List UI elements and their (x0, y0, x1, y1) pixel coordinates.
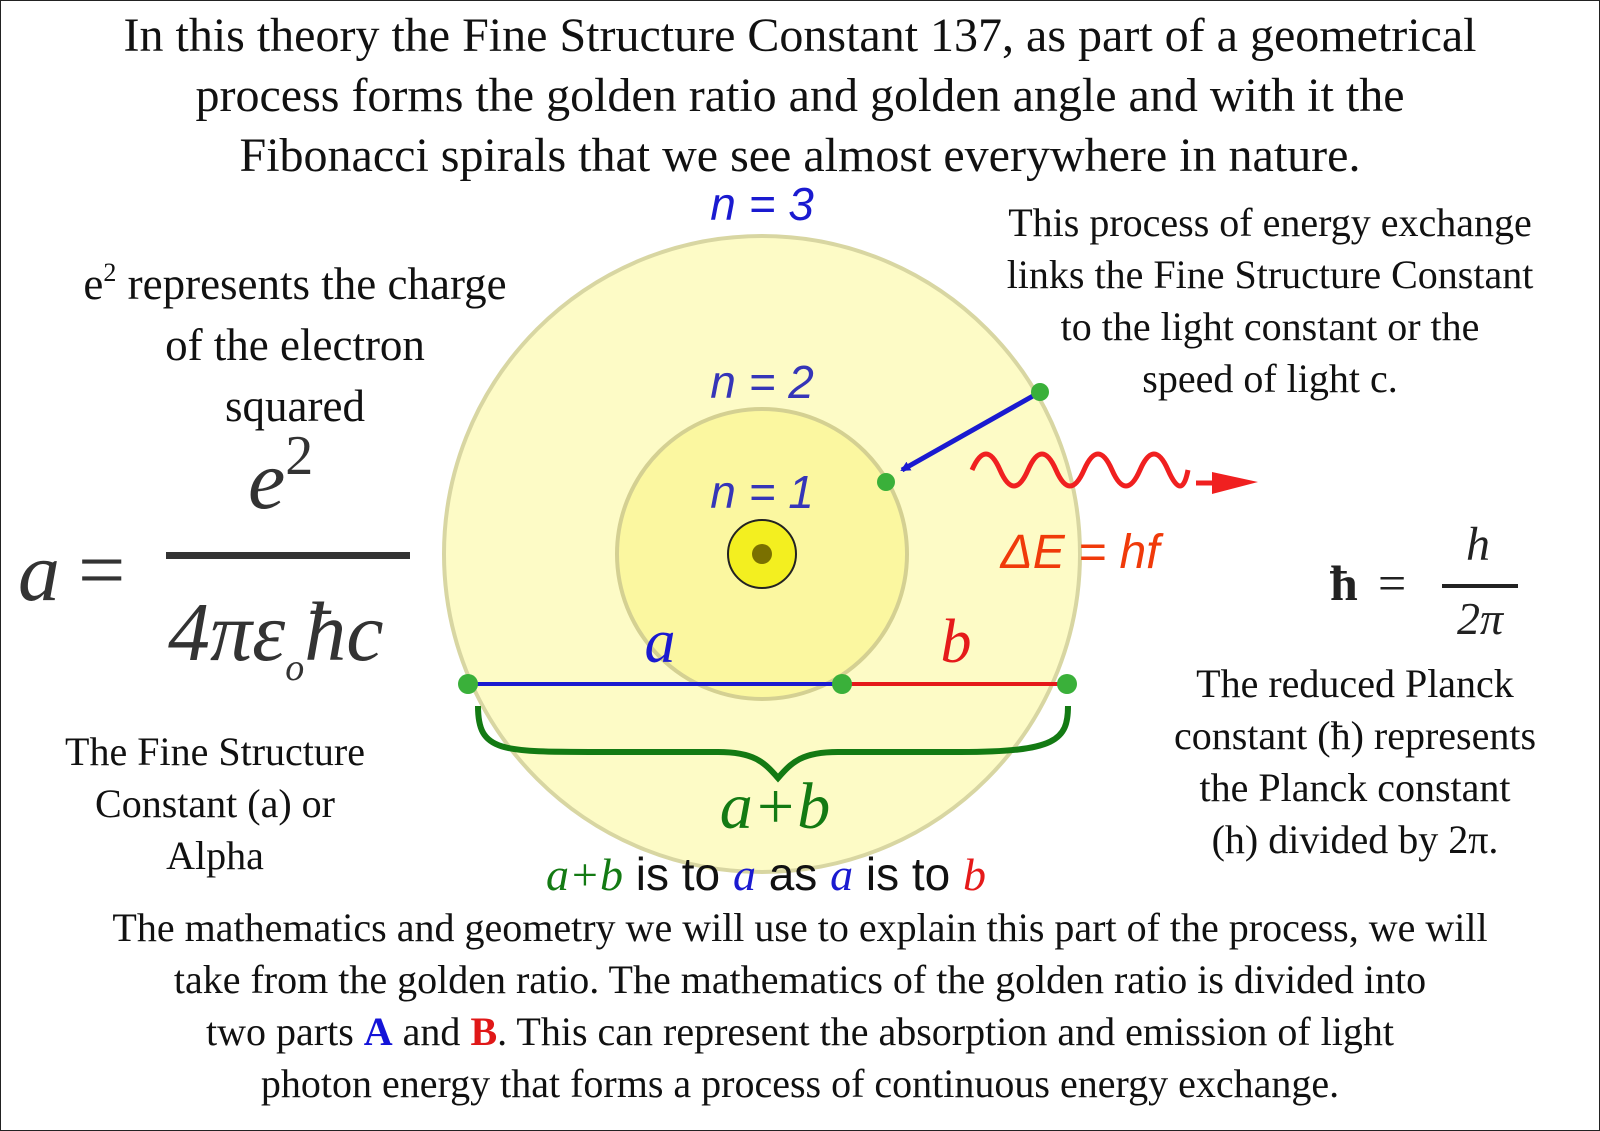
svg-text:a: a (18, 526, 60, 619)
electron-charge-note: e2 represents the charge of the electron… (83, 258, 507, 431)
reduced-planck-formula: ħ = h 2π (1330, 518, 1518, 644)
segment-point-start (458, 674, 478, 694)
electron-inner (877, 473, 895, 491)
title-line: process forms the golden ratio and golde… (195, 69, 1405, 122)
title: In this theory the Fine Structure Consta… (20, 6, 1580, 186)
label-a-plus-b: a+b (720, 770, 831, 843)
label-a: a (645, 608, 676, 676)
electron-outer (1031, 383, 1049, 401)
photon-arrowhead (1212, 472, 1258, 494)
svg-text:=: = (78, 524, 125, 617)
nucleus-inner (752, 544, 772, 564)
energy-equation: ΔE = hf (1000, 526, 1165, 579)
bottom-explanation: The mathematics and geometry we will use… (112, 905, 1488, 1106)
segment-point-split (832, 674, 852, 694)
fine-structure-caption: The Fine Structure Constant (a) or Alpha (65, 729, 365, 878)
svg-text:e2: e2 (248, 425, 313, 527)
energy-exchange-note: This process of energy exchange links th… (1006, 200, 1534, 401)
fine-structure-formula: a = e2 4πεoħc (18, 425, 410, 689)
orbit-label-n2: n = 2 (710, 356, 814, 408)
svg-text:=: = (1378, 555, 1406, 611)
orbit-label-n3: n = 3 (710, 178, 814, 230)
transition-arrow (900, 389, 1042, 473)
photon-wave (969, 451, 1191, 489)
title-line: Fibonacci spirals that we see almost eve… (239, 129, 1361, 182)
label-b: b (941, 608, 972, 676)
segment-point-end (1057, 674, 1077, 694)
svg-text:2π: 2π (1457, 593, 1505, 644)
orbit-label-n1: n = 1 (710, 466, 814, 518)
svg-text:h: h (1466, 518, 1490, 571)
golden-ratio-statement: a+b is to a as a is to b (546, 848, 986, 900)
sum-brace (475, 705, 1071, 783)
svg-text:ħ: ħ (1330, 555, 1358, 611)
reduced-planck-caption: The reduced Planck constant (ħ) represen… (1173, 661, 1537, 862)
svg-text:4πεoħc: 4πεoħc (168, 586, 383, 689)
title-line: In this theory the Fine Structure Consta… (123, 9, 1477, 62)
